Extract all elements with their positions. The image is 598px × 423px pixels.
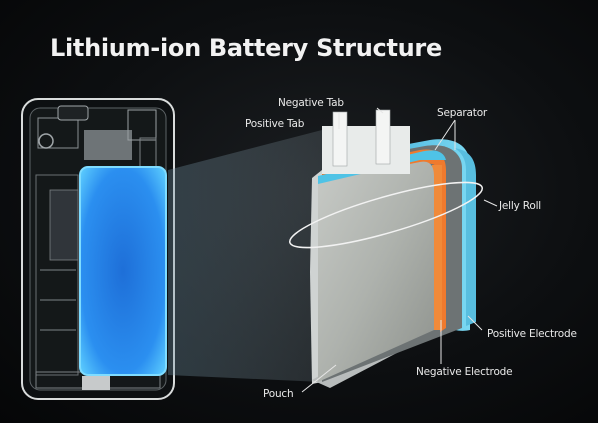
negative-tab (375, 109, 391, 165)
tabs (322, 109, 410, 174)
label-positive-electrode: Positive Electrode (487, 328, 577, 340)
slide-title: Lithium-ion Battery Structure (50, 34, 442, 62)
jelly-roll (318, 139, 476, 382)
label-separator: Separator (437, 107, 488, 119)
jelly-roll-outline (288, 181, 484, 249)
positive-tab (332, 111, 348, 167)
battery-highlight (79, 166, 167, 376)
leader-lines (301, 107, 498, 393)
label-positive-tab: Positive Tab (245, 118, 305, 130)
label-negative-electrode: Negative Electrode (416, 366, 513, 378)
phone-illustration (21, 98, 175, 400)
label-pouch: Pouch (263, 388, 294, 400)
projection-beam (168, 130, 322, 382)
label-negative-tab: Negative Tab (278, 97, 344, 109)
label-jelly-roll: Jelly Roll (499, 200, 542, 212)
